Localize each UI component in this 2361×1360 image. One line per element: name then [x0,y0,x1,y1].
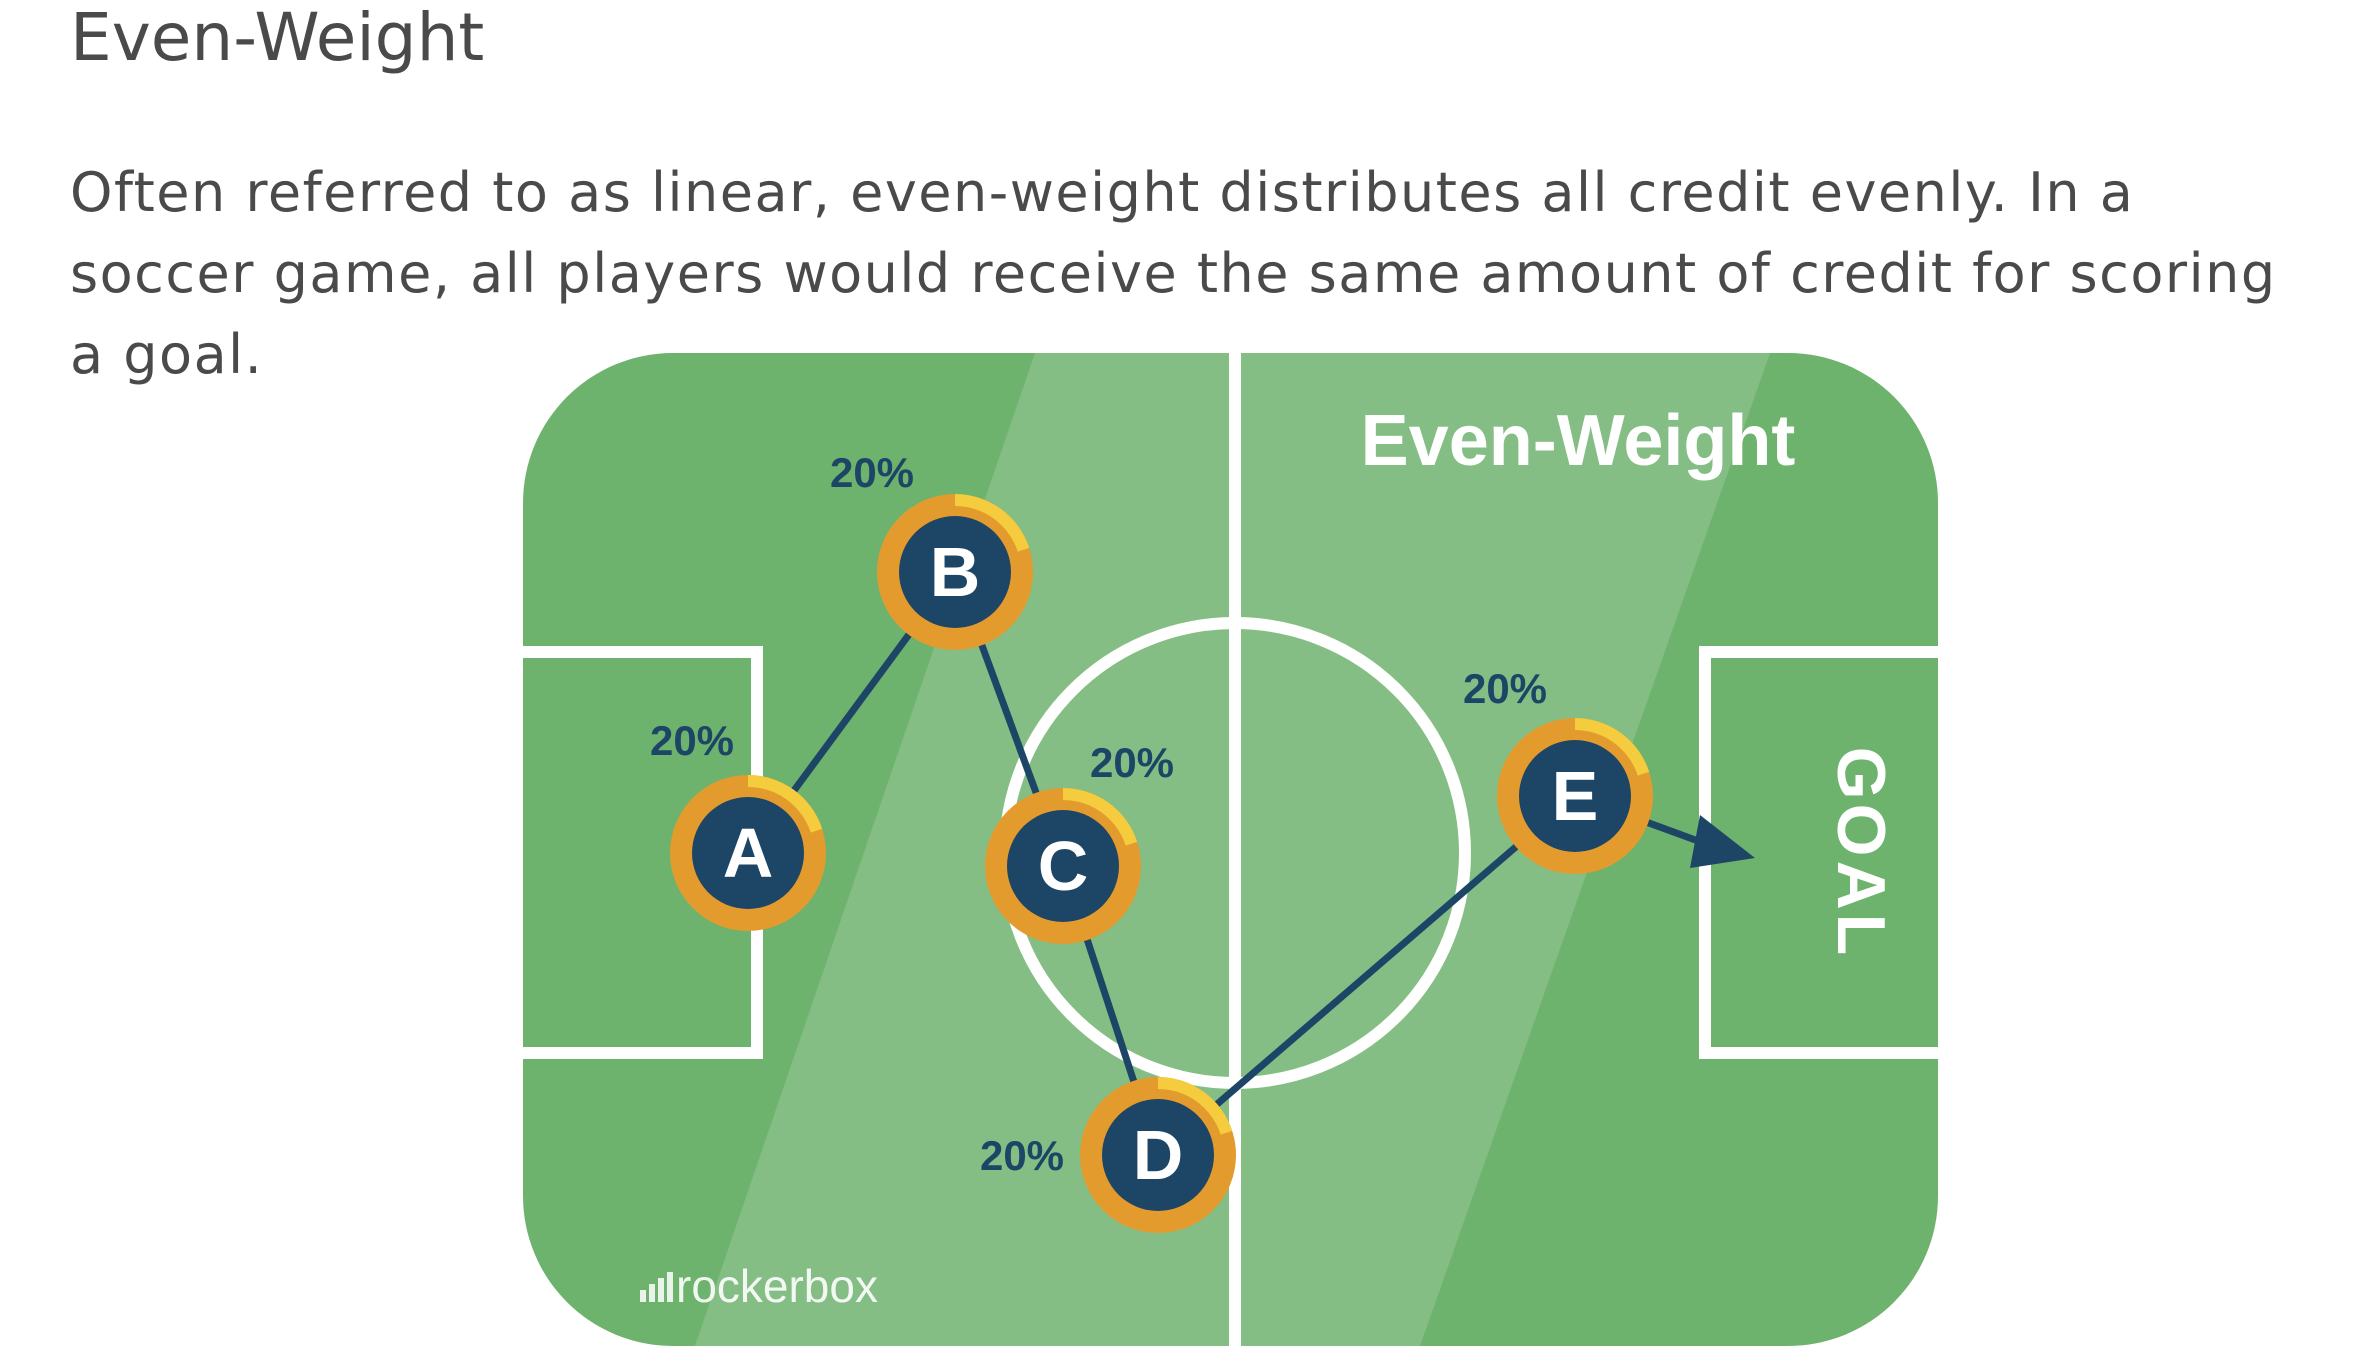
player-c-credit: 20% [1090,739,1174,786]
player-e[interactable]: E [1497,718,1653,874]
player-a-letter: A [723,814,774,892]
player-d-credit: 20% [980,1132,1064,1179]
player-d-letter: D [1133,1116,1184,1194]
player-a[interactable]: A [670,774,826,931]
player-e-credit: 20% [1463,665,1547,712]
player-b-credit: 20% [830,449,914,496]
description-paragraph: Often referred to as linear, even-weight… [70,161,2277,386]
player-c[interactable]: C [985,788,1141,944]
goal-label: GOAL [1823,747,1899,959]
player-b-letter: B [930,533,981,611]
rockerbox-logo-icon [640,1272,673,1302]
goal-arrow-head [1690,815,1755,868]
player-d[interactable]: D [1080,1077,1236,1233]
pass-d-e [1155,793,1578,1158]
player-a-credit: 20% [650,717,734,764]
player-c-letter: C [1038,827,1089,905]
page-heading: Even-Weight [70,0,485,76]
player-b[interactable]: B [877,494,1033,650]
rockerbox-logo: rockerbox [640,1260,878,1312]
player-e-letter: E [1552,757,1599,835]
rockerbox-logo-text: rockerbox [676,1260,878,1312]
diagram-title: Even-Weight [1361,401,1796,481]
